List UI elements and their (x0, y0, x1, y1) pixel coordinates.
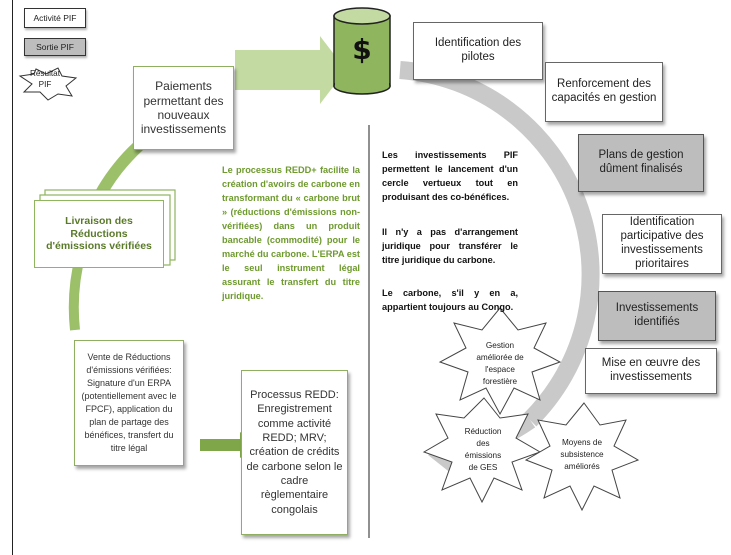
legend-sortie: Sortie PIF (24, 38, 86, 56)
green-arrow-to-icon (235, 36, 346, 104)
box-identification-participative: Identification participative des investi… (602, 214, 722, 274)
center-green-text: Le processus REDD+ facilite la création … (222, 165, 361, 301)
grey-cycle-arc (399, 61, 600, 427)
center-black-p2: Il n'y a pas d'arrangement juridique pou… (382, 227, 518, 265)
box-livraison: Livraison des Réductions d'émissions vér… (34, 200, 164, 268)
center-black-p3: Le carbone, s'il y en a, appartient touj… (382, 288, 518, 312)
star-reduction (422, 397, 542, 504)
star-label-gestion: Gestion améliorée de l'espace forestière (476, 341, 524, 386)
box-processus-redd: Processus REDD: Enregistrement comme act… (241, 370, 348, 535)
center-black-p1: Les investissements PIF permettent le la… (382, 150, 518, 202)
star-moyens (524, 402, 640, 512)
legend-activite: Activité PIF (24, 8, 86, 28)
box-mise-en-oeuvre: Mise en œuvre des investissements (585, 348, 717, 394)
box-identification-pilotes: Identification des pilotes (413, 22, 543, 80)
box-investissements-identifies: Investissements identifiés (598, 291, 716, 341)
money-cylinder-icon (333, 7, 391, 95)
box-renforcement: Renforcement des capacités en gestion (545, 62, 663, 122)
box-vente: Vente de Réductions d'émissions vérifiée… (74, 340, 184, 466)
dollar-icon: $ (352, 33, 372, 66)
box-paiements: Paiements permettant des nouveaux invest… (133, 66, 234, 150)
legend-result-star (18, 67, 78, 101)
star-label-moyens: Moyens de subsistence améliorés (560, 438, 604, 471)
star-label-reduction: Réduction des émissions de GES (464, 427, 502, 472)
star-gestion (438, 307, 562, 416)
box-plans-gestion: Plans de gestion dûment finalisés (578, 134, 704, 192)
